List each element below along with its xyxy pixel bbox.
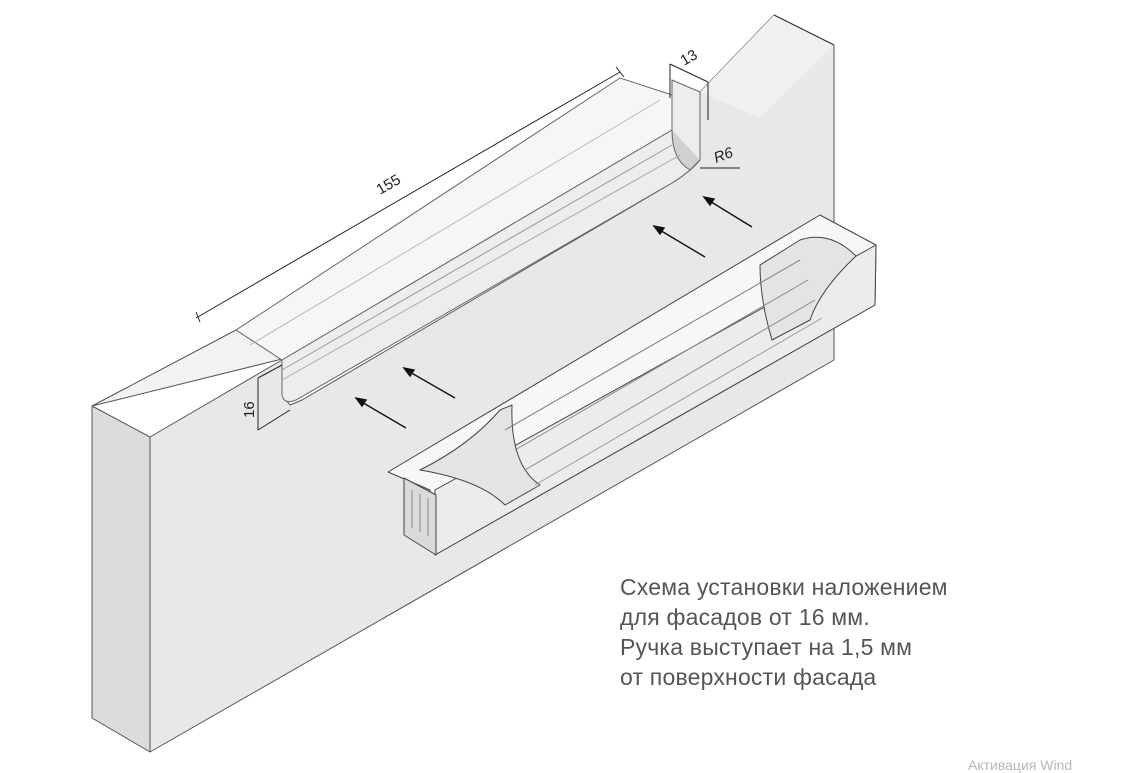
insertion-arrows	[354, 195, 753, 429]
dimension-lines	[195, 14, 835, 431]
arrow-icon	[702, 195, 753, 228]
activation-watermark: Активация Wind	[968, 757, 1073, 773]
arrow-icon	[652, 224, 706, 258]
caption-line-3: Ручка выступает на 1,5 мм	[620, 634, 913, 660]
handle-right-scoop	[759, 236, 857, 341]
arrow-icon	[354, 396, 407, 429]
caption-line-2: для фасадов от 16 мм.	[620, 604, 870, 630]
radius-dimension-label: R6	[712, 144, 736, 167]
panel-left-side	[91, 405, 151, 753]
caption-line-1: Схема установки наложением	[620, 574, 948, 600]
facade-panel	[91, 14, 835, 753]
handle-left-scoop	[419, 404, 541, 506]
groove-radius-hatch	[671, 129, 701, 171]
length-dimension-label: 155	[374, 171, 404, 198]
handle-profile	[387, 214, 877, 556]
panel-top-right	[700, 15, 834, 118]
depth-dimension-label: 13	[678, 46, 701, 69]
arrow-icon	[402, 366, 456, 399]
installation-caption: Схема установки наложением для фасадов о…	[620, 572, 948, 692]
groove-cutout	[235, 77, 701, 403]
caption-line-4: от поверхности фасада	[620, 664, 877, 690]
height-dimension-label: 16	[241, 401, 258, 418]
